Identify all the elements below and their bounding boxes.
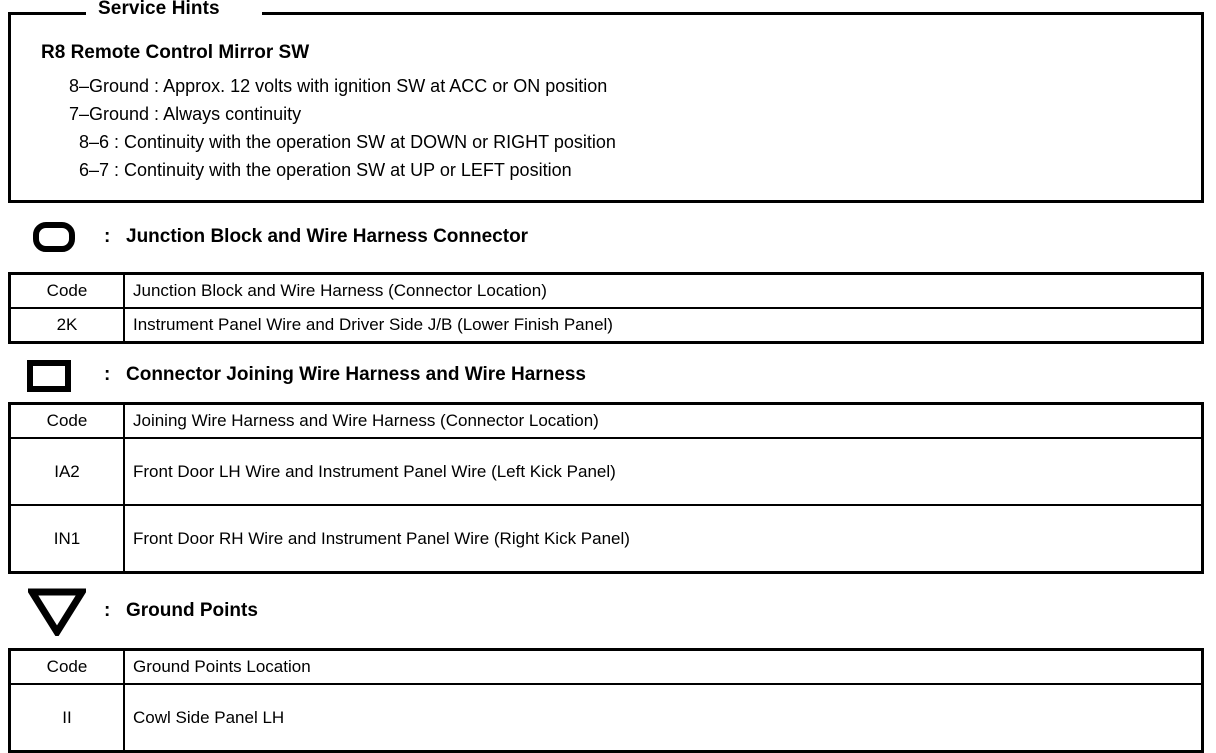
table-row: 2K Instrument Panel Wire and Driver Side… — [8, 307, 1204, 344]
column-header-code: Code — [8, 402, 125, 439]
service-hint-line-1: 8–Ground : Approx. 12 volts with ignitio… — [69, 76, 608, 96]
connector-joining-table: Code Joining Wire Harness and Wire Harne… — [8, 402, 1204, 574]
table-row: II Cowl Side Panel LH — [8, 683, 1204, 753]
ground-triangle-icon — [25, 588, 89, 639]
cell-code: IN1 — [8, 504, 125, 574]
table-row: IA2 Front Door LH Wire and Instrument Pa… — [8, 437, 1204, 506]
section-colon-1: : — [104, 226, 111, 247]
column-header-description: Ground Points Location — [123, 648, 1204, 685]
service-hint-line-3: 8–6 : Continuity with the operation SW a… — [79, 132, 616, 152]
square-connector-icon — [27, 360, 71, 392]
service-hints-top-border-left — [8, 12, 86, 15]
service-hints-top-border-right — [262, 12, 1204, 15]
section-label-ground-points: Ground Points — [126, 600, 258, 621]
column-header-description: Junction Block and Wire Harness (Connect… — [123, 272, 1204, 309]
ground-points-table: Code Ground Points Location II Cowl Side… — [8, 648, 1204, 753]
cell-code: IA2 — [8, 437, 125, 506]
section-colon-3: : — [104, 600, 111, 621]
service-hint-line-2: 7–Ground : Always continuity — [69, 104, 302, 124]
cell-code: II — [8, 683, 125, 753]
table-row: IN1 Front Door RH Wire and Instrument Pa… — [8, 504, 1204, 574]
cell-description: Front Door LH Wire and Instrument Panel … — [123, 437, 1204, 506]
service-hint-line-4: 6–7 : Continuity with the operation SW a… — [79, 160, 572, 180]
oval-connector-icon — [33, 222, 75, 252]
column-header-code: Code — [8, 648, 125, 685]
junction-block-table: Code Junction Block and Wire Harness (Co… — [8, 272, 1204, 344]
service-hints-box: R8 Remote Control Mirror SW 8–Ground : A… — [8, 12, 1204, 203]
column-header-code: Code — [8, 272, 125, 309]
table-header-row: Code Ground Points Location — [8, 648, 1204, 685]
column-header-description: Joining Wire Harness and Wire Harness (C… — [123, 402, 1204, 439]
section-colon-2: : — [104, 364, 111, 385]
section-label-junction-block: Junction Block and Wire Harness Connecto… — [126, 226, 529, 247]
service-hints-body: R8 Remote Control Mirror SW 8–Ground : A… — [11, 12, 1201, 200]
cell-code: 2K — [8, 307, 125, 344]
table-header-row: Code Junction Block and Wire Harness (Co… — [8, 272, 1204, 309]
table-header-row: Code Joining Wire Harness and Wire Harne… — [8, 402, 1204, 439]
cell-description: Front Door RH Wire and Instrument Panel … — [123, 504, 1204, 574]
cell-description: Cowl Side Panel LH — [123, 683, 1204, 753]
service-hints-title: Service Hints — [98, 0, 220, 19]
service-hints-heading: R8 Remote Control Mirror SW — [41, 42, 310, 63]
cell-description: Instrument Panel Wire and Driver Side J/… — [123, 307, 1204, 344]
section-label-connector-joining: Connector Joining Wire Harness and Wire … — [126, 364, 586, 385]
